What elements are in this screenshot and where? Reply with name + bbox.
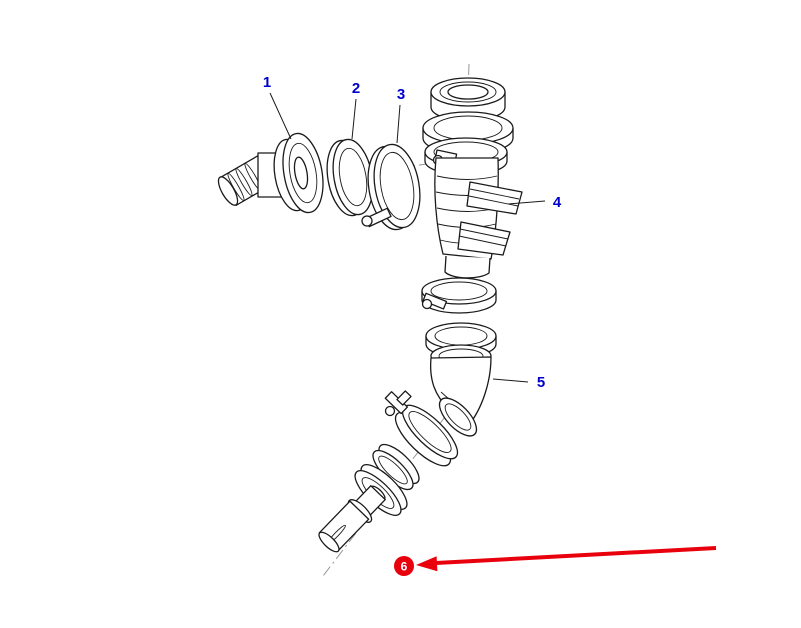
part-3-v-band-clamp bbox=[361, 143, 421, 231]
part-6-shaft-assembly bbox=[318, 390, 459, 553]
clamp-nut bbox=[421, 298, 433, 310]
callout-2[interactable]: 2 bbox=[352, 80, 360, 97]
arrowhead-icon bbox=[416, 556, 438, 572]
leader-line-3 bbox=[396, 104, 401, 144]
leader-line-2 bbox=[351, 98, 357, 140]
clamp-nut bbox=[384, 405, 396, 417]
clamp-bolt bbox=[422, 292, 448, 310]
callouts: 1 2 3 4 5 bbox=[263, 74, 562, 391]
part-1-elbow-fitting bbox=[217, 132, 324, 214]
clamp-nut bbox=[361, 215, 373, 227]
highlight-arrow bbox=[416, 546, 717, 572]
callout-1[interactable]: 1 bbox=[263, 74, 271, 91]
callout-5[interactable]: 5 bbox=[537, 374, 545, 391]
side-fin-lower bbox=[457, 221, 511, 256]
leader-line-4 bbox=[507, 200, 546, 205]
callout-6-badge[interactable]: 6 bbox=[394, 556, 414, 576]
leader-line-5 bbox=[492, 378, 529, 383]
leader-line-1 bbox=[269, 92, 292, 140]
callout-4[interactable]: 4 bbox=[553, 194, 562, 211]
leader-lines bbox=[269, 92, 546, 383]
part-2-gasket bbox=[326, 138, 374, 217]
part-5-elbow-pipe bbox=[421, 277, 497, 437]
part-4-t-housing bbox=[422, 77, 523, 279]
side-fin-upper bbox=[466, 181, 523, 215]
callout-3[interactable]: 3 bbox=[397, 86, 405, 103]
callout-6-circle[interactable] bbox=[394, 556, 414, 576]
callout-6[interactable]: 6 bbox=[401, 560, 408, 574]
